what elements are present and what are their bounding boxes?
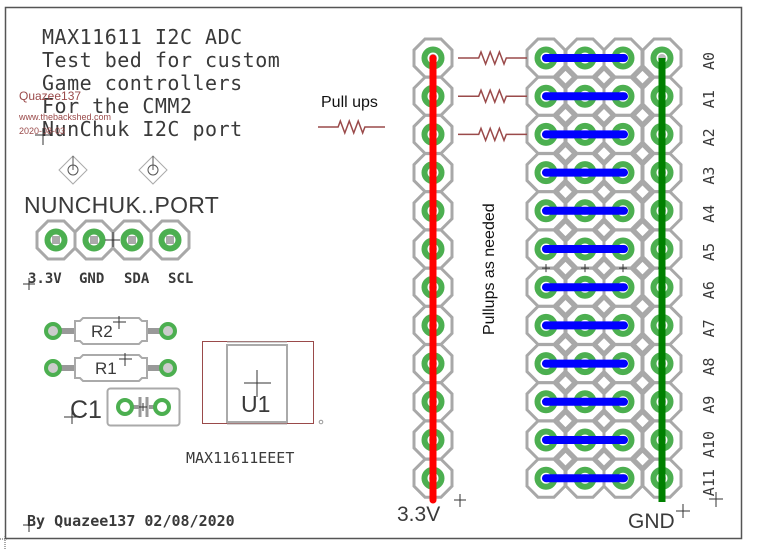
grid-gap — [594, 143, 614, 164]
pullup-resistors — [458, 49, 527, 143]
nunchuk-header — [35, 219, 191, 261]
watermark-date: 2020-08-03 — [19, 126, 65, 136]
watermark-author: Quazee137 — [19, 89, 81, 103]
channel-label: A1 — [700, 90, 718, 108]
pad-hole — [128, 236, 136, 244]
title-line-1: MAX11611 I2C ADC — [42, 25, 243, 49]
title-line-2: Test bed for custom — [42, 48, 280, 72]
nunchuk-port-label: NUNCHUK..PORT — [24, 192, 219, 218]
watermark-site: www.thebackshed.com — [18, 112, 111, 122]
grid-gap — [632, 143, 653, 164]
grid-gap — [594, 334, 614, 355]
resistor-symbol-icon — [458, 88, 527, 105]
title-line-3: Game controllers — [42, 71, 243, 95]
grid-gap — [555, 181, 576, 202]
title-line-5: NunChuk I2C port — [42, 117, 243, 141]
grid-gap — [594, 372, 614, 393]
grid-gap — [555, 296, 576, 317]
grid-gap — [555, 334, 576, 355]
grid-gap — [594, 258, 614, 278]
grid-gap — [594, 105, 614, 126]
traces — [429, 54, 666, 504]
fiducial-right-icon — [138, 155, 168, 185]
u1-value: MAX11611EEET — [186, 449, 294, 467]
r2-label: R2 — [91, 322, 113, 341]
pad-hole — [166, 236, 174, 244]
grid-gap — [555, 258, 576, 278]
r1-label: R1 — [95, 359, 117, 378]
pullups-legend-label: Pull ups — [321, 94, 378, 111]
channel-label: A2 — [700, 128, 718, 146]
grid-gap — [594, 181, 614, 202]
grid-gap — [594, 449, 614, 469]
fiducial-left-icon — [58, 155, 88, 185]
channel-label: A10 — [700, 431, 718, 458]
grid-gap — [632, 258, 653, 278]
grid-gap — [632, 449, 653, 469]
channel-label: A3 — [700, 167, 718, 185]
grid-gap — [632, 372, 653, 393]
grid-gap — [555, 449, 576, 469]
grid-gap — [594, 220, 614, 240]
resistor-symbol-icon — [458, 49, 527, 67]
channel-label: A7 — [700, 319, 718, 337]
credit-text: By Quazee137 02/08/2020 — [27, 512, 235, 530]
grid-gap — [594, 411, 614, 431]
channel-label: A11 — [700, 469, 718, 496]
title-block: MAX11611 I2C ADC Test bed for custom Gam… — [42, 25, 280, 141]
grid-gap — [632, 67, 653, 87]
grid-gap — [555, 411, 576, 431]
resistor-symbol-icon — [318, 118, 385, 136]
grid-gap — [632, 105, 653, 126]
nunchuk-pin-label: GND — [79, 271, 104, 287]
power-rail-label: 3.3V — [397, 503, 440, 526]
channel-label: A9 — [700, 396, 718, 414]
grid-gap — [632, 334, 653, 355]
channel-label: A8 — [700, 358, 718, 376]
grid-gap — [594, 67, 614, 87]
board-outline — [4, 6, 743, 540]
signal-grid — [525, 37, 683, 499]
grid-gap — [555, 105, 576, 126]
grid-gap — [632, 220, 653, 240]
pullup-legend-resistor-icon — [318, 118, 385, 136]
grid-gap — [555, 372, 576, 393]
grid-gap — [632, 181, 653, 202]
channel-label: A0 — [700, 52, 718, 70]
title-line-4: For the CMM2 — [42, 94, 193, 118]
grid-gap — [555, 143, 576, 164]
ground-rail-label: GND — [628, 510, 675, 533]
resistor-symbol-icon — [458, 126, 527, 143]
pad-hole — [52, 236, 60, 244]
resistor-r1: R1 — [44, 353, 177, 382]
grid-gap — [632, 411, 653, 431]
grid-gap — [555, 220, 576, 240]
nunchuk-pin-label: SDA — [124, 271, 150, 287]
channel-label: A5 — [700, 243, 718, 261]
channel-label: A4 — [700, 205, 718, 223]
c1-label: C1 — [70, 396, 102, 424]
watermark: Quazee137 www.thebackshed.com 2020-08-03 — [18, 89, 111, 136]
nunchuk-pin-label: 3.3V — [28, 271, 62, 287]
grid-gap — [632, 296, 653, 317]
resistor-r2: R2 — [44, 316, 177, 345]
u1-label: U1 — [241, 391, 270, 417]
ic-u1: U1 MAX11611EEET — [186, 341, 324, 467]
nunchuk-pin-labels: 3.3V GND SDA SCL — [28, 271, 193, 287]
grid-gap — [594, 296, 614, 317]
nunchuk-pin-label: SCL — [168, 271, 193, 287]
pad-hole — [90, 236, 98, 244]
title-origin-cross — [35, 128, 52, 145]
channel-label: A6 — [700, 281, 718, 299]
grid-gap — [555, 67, 576, 87]
nunchuk-origin-cross — [23, 232, 120, 290]
pullups-note: Pullups as needed — [481, 203, 498, 335]
capacitor-c1: C1 — [64, 387, 181, 427]
